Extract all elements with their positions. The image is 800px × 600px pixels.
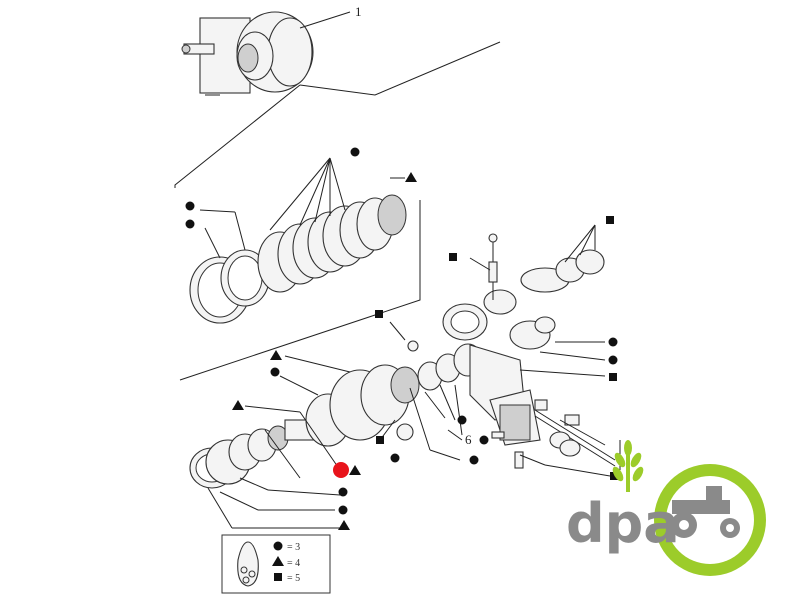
- leaders-lower: [207, 355, 463, 529]
- marker-circle: [338, 487, 348, 497]
- marker-square: [375, 310, 383, 318]
- marker-square: [449, 253, 457, 261]
- marker-circle: [469, 455, 479, 465]
- marker-circle: [608, 337, 618, 347]
- marker-circle: [338, 505, 348, 515]
- clutch-pack-lower: [189, 343, 483, 489]
- marker-square: [376, 436, 384, 444]
- marker-circle: [457, 415, 467, 425]
- marker-circle: [479, 435, 489, 445]
- marker-triangle: [405, 172, 417, 182]
- marker-square: [609, 373, 617, 381]
- legend-row-1: = 3: [287, 542, 300, 553]
- leaders-upper: [199, 157, 405, 259]
- group-bracket-left: [174, 84, 301, 188]
- marker-triangle: [349, 465, 361, 475]
- marker-circle: [185, 219, 195, 229]
- leaders-right: [389, 224, 621, 477]
- marker-circle: [390, 453, 400, 463]
- assembly-part-1: [181, 11, 314, 96]
- marker-square: [610, 472, 618, 480]
- callout-part-6: 6: [465, 432, 472, 447]
- marker-triangle: [232, 400, 244, 410]
- legend-row-3: = 5: [287, 573, 300, 584]
- legend-circle-symbol: [273, 541, 283, 551]
- marker-circle: [270, 367, 280, 377]
- highlight-marker: [333, 462, 349, 478]
- marker-square: [606, 216, 614, 224]
- clutch-pack-upper: [189, 194, 407, 324]
- leader-part-1: [299, 11, 351, 29]
- marker-triangle: [338, 520, 350, 530]
- callout-part-1: 1: [355, 4, 362, 19]
- symbol-markers: [185, 147, 618, 530]
- legend-square-symbol: [274, 573, 282, 581]
- group-bracket-top: [299, 41, 501, 96]
- marker-circle: [608, 355, 618, 365]
- logo-wordmark: dpa: [566, 492, 680, 555]
- marker-circle: [185, 201, 195, 211]
- marker-circle: [350, 147, 360, 157]
- symbol-legend: = 3 = 4 = 5: [221, 534, 331, 594]
- marker-triangle: [270, 350, 282, 360]
- legend-row-2: = 4: [287, 558, 300, 569]
- dpa-logo: dpa: [566, 440, 766, 576]
- leader-part-6: [447, 429, 463, 441]
- legend-triangle-symbol: [272, 556, 284, 566]
- group-bracket-mid: [179, 200, 421, 381]
- valve-body: [396, 233, 616, 469]
